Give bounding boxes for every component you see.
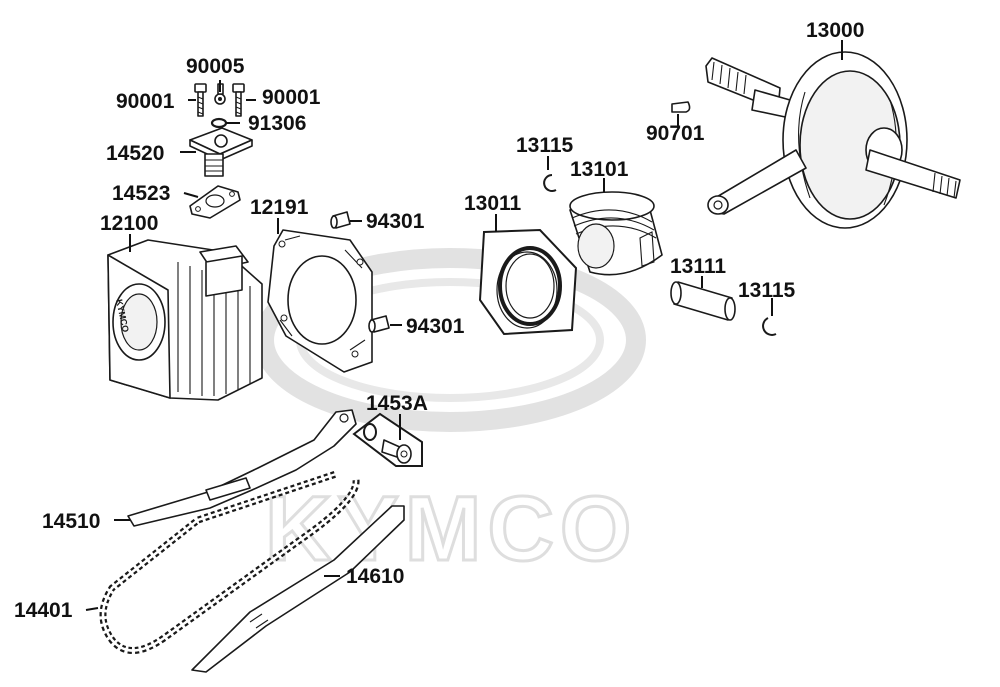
tensioner-bolt-set-part[interactable]: [352, 412, 423, 467]
dowel-pin-bottom-part[interactable]: [368, 315, 390, 333]
dowel-pin-top-part[interactable]: [330, 211, 351, 229]
label-12191: 12191: [250, 196, 309, 219]
piston-clip-top-part[interactable]: [543, 174, 557, 192]
label-94301-bottom: 94301: [406, 315, 465, 338]
label-14401: 14401: [14, 599, 73, 622]
watermark-text: KYMCO: [265, 478, 637, 580]
chain-guide-part[interactable]: [191, 505, 405, 673]
label-94301-top: 94301: [366, 210, 425, 233]
label-13115-top: 13115: [516, 134, 574, 157]
label-13115-bottom: 13115: [738, 279, 796, 302]
label-12100: 12100: [100, 212, 158, 235]
cylinder-part[interactable]: KYMCO: [107, 239, 263, 401]
cylinder-gasket-part[interactable]: [267, 229, 373, 373]
label-90001-left: 90001: [116, 90, 175, 113]
label-13101: 13101: [570, 158, 629, 181]
label-90005: 90005: [186, 55, 245, 78]
label-90701: 90701: [646, 122, 705, 145]
label-90001-right: 90001: [262, 86, 321, 109]
leader-14523: [183, 192, 199, 198]
tensioner-lifter-part[interactable]: [189, 127, 253, 177]
piston-ring-set-part[interactable]: [478, 228, 578, 336]
label-14610: 14610: [346, 565, 404, 588]
tensioner-guide-part[interactable]: [127, 409, 357, 527]
woodruff-key-part[interactable]: [671, 101, 691, 113]
leader-lines: [85, 40, 843, 611]
label-13111: 13111: [670, 255, 726, 278]
piston-clip-bottom-part[interactable]: [762, 317, 777, 336]
bolt-left-part[interactable]: [194, 83, 207, 117]
label-14523: 14523: [112, 182, 170, 205]
bolt-right-part[interactable]: [232, 83, 245, 117]
label-91306: 91306: [248, 112, 306, 135]
leader-14401: [85, 607, 99, 611]
o-ring-part[interactable]: [210, 117, 228, 129]
lifter-gasket-part[interactable]: [189, 185, 241, 219]
brand-watermark: KYMCO: [254, 248, 646, 582]
label-1453A: 1453A: [366, 392, 428, 415]
label-14520: 14520: [106, 142, 164, 165]
label-13000: 13000: [806, 19, 864, 42]
label-13011: 13011: [464, 192, 522, 215]
piston-pin-part[interactable]: [670, 281, 736, 321]
crankshaft-part[interactable]: [705, 51, 961, 229]
label-14510: 14510: [42, 510, 100, 533]
piston-part[interactable]: [569, 191, 663, 276]
cam-chain-part[interactable]: [99, 470, 360, 654]
part-labels: 13000 90001 90005 90001 91306 14520 1452…: [14, 19, 864, 622]
